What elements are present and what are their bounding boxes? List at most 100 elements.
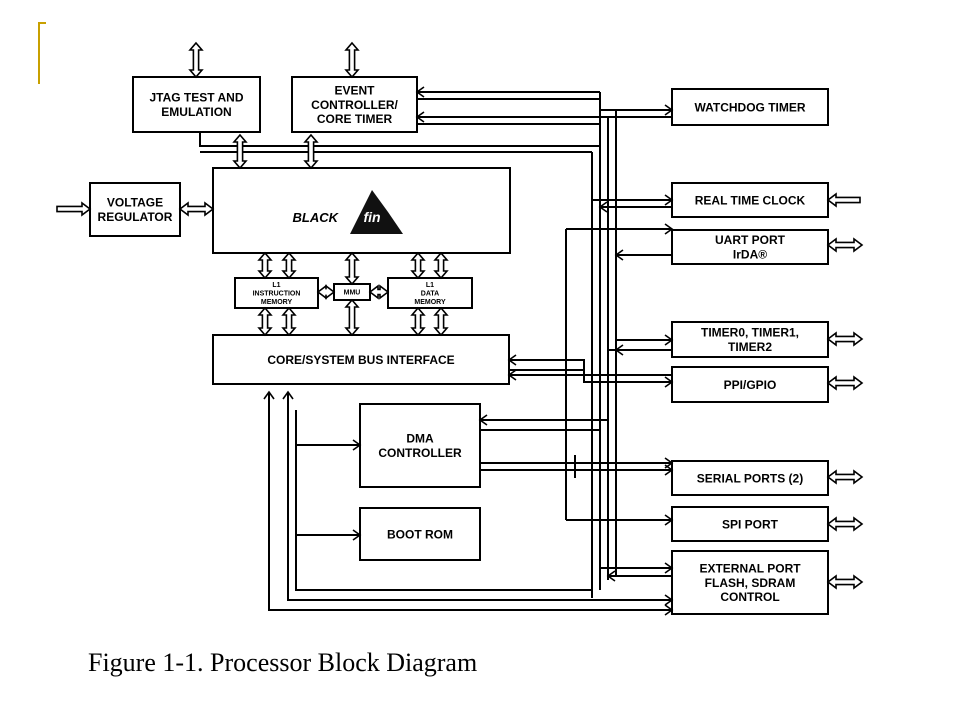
dma-label: CONTROLLER bbox=[378, 446, 462, 460]
event-label: CORE TIMER bbox=[317, 112, 393, 126]
ppi-block: PPI/GPIO bbox=[671, 366, 829, 403]
watchdog-label: WATCHDOG TIMER bbox=[694, 100, 805, 114]
spi-label: SPI PORT bbox=[722, 517, 779, 531]
l1-data-label: L1 bbox=[426, 282, 434, 289]
wire-arrowhead bbox=[664, 562, 674, 574]
dma-label: DMA bbox=[406, 432, 434, 446]
voltage-label: REGULATOR bbox=[98, 210, 173, 224]
horizontal-double-arrow bbox=[826, 331, 864, 347]
horizontal-arrow bbox=[56, 201, 92, 217]
wire-arrowhead bbox=[282, 390, 294, 400]
external-label: CONTROL bbox=[720, 590, 779, 604]
wire-arrowhead bbox=[507, 369, 517, 381]
wire-arrowhead bbox=[614, 249, 624, 261]
ppi-label: PPI/GPIO bbox=[724, 378, 777, 392]
external-label: FLASH, SDRAM bbox=[705, 576, 796, 590]
timers-block: TIMER0, TIMER1,TIMER2 bbox=[671, 321, 829, 358]
horizontal-double-arrow bbox=[826, 516, 864, 532]
svg-text:BLACK: BLACK bbox=[293, 210, 340, 225]
wire-arrowhead bbox=[415, 86, 425, 98]
rtc-block: REAL TIME CLOCK bbox=[671, 182, 829, 218]
boot-label: BOOT ROM bbox=[387, 527, 453, 541]
horizontal-double-arrow bbox=[178, 201, 215, 217]
wire-arrowhead bbox=[664, 376, 674, 388]
rtc-label: REAL TIME CLOCK bbox=[695, 193, 806, 207]
mmu-block: MMU bbox=[333, 283, 371, 301]
blackfin-logo: BLACK fin bbox=[293, 190, 403, 234]
l1-instruction-label: L1 bbox=[272, 282, 280, 289]
serial-label: SERIAL PORTS (2) bbox=[697, 471, 803, 485]
external-label: EXTERNAL PORT bbox=[699, 561, 801, 575]
bus-block: CORE/SYSTEM BUS INTERFACE bbox=[212, 334, 510, 385]
voltage-label: VOLTAGE bbox=[107, 196, 163, 210]
core-logo-block: BLACK fin bbox=[212, 167, 511, 254]
timers-label: TIMER2 bbox=[728, 340, 772, 354]
wire-arrowhead bbox=[664, 464, 674, 476]
svg-text:fin: fin bbox=[363, 209, 380, 225]
vertical-double-arrow bbox=[344, 41, 360, 79]
vertical-double-arrow bbox=[344, 298, 360, 337]
vertical-double-arrow bbox=[281, 251, 297, 280]
vertical-double-arrow bbox=[232, 133, 248, 170]
figure-caption: Figure 1-1. Processor Block Diagram bbox=[88, 648, 478, 677]
wire-arrowhead bbox=[598, 201, 608, 213]
bus-label: CORE/SYSTEM BUS INTERFACE bbox=[267, 353, 454, 367]
uart-label: IrDA® bbox=[733, 248, 767, 262]
wire-arrowhead bbox=[415, 111, 425, 123]
wire-arrowhead bbox=[664, 194, 674, 206]
l1-instruction-label: INSTRUCTION bbox=[253, 291, 301, 298]
wire-arrowhead bbox=[664, 594, 674, 606]
bus-arrows bbox=[56, 41, 864, 616]
vertical-double-arrow bbox=[281, 306, 297, 337]
wire-arrowhead bbox=[352, 529, 362, 541]
jtag-label: JTAG TEST AND bbox=[149, 91, 243, 105]
vertical-double-arrow bbox=[257, 251, 273, 280]
wire-arrowhead bbox=[664, 223, 674, 235]
vertical-double-arrow bbox=[433, 306, 449, 337]
wire-arrowhead bbox=[664, 104, 674, 116]
vertical-double-arrow bbox=[410, 306, 426, 337]
l1-data-label: DATA bbox=[421, 291, 439, 298]
boot-block: BOOT ROM bbox=[359, 507, 481, 561]
watchdog-block: WATCHDOG TIMER bbox=[671, 88, 829, 126]
rtc-input-arrow bbox=[826, 192, 861, 208]
spi-block: SPI PORT bbox=[671, 506, 829, 542]
wire-arrowhead bbox=[664, 514, 674, 526]
event-label: EVENT bbox=[334, 83, 375, 97]
bus-wires bbox=[199, 91, 672, 611]
timers-label: TIMER0, TIMER1, bbox=[701, 326, 799, 340]
wire-arrowhead bbox=[507, 354, 517, 366]
serial-block: SERIAL PORTS (2) bbox=[671, 460, 829, 496]
event-label: CONTROLLER/ bbox=[311, 98, 398, 112]
l1-data-label: MEMORY bbox=[414, 299, 446, 306]
horizontal-double-arrow bbox=[826, 375, 864, 391]
slide-accent-bar bbox=[38, 22, 40, 84]
mmu-label: MMU bbox=[344, 290, 361, 297]
horizontal-double-arrow bbox=[368, 284, 390, 300]
vertical-double-arrow bbox=[433, 251, 449, 280]
vertical-double-arrow bbox=[188, 41, 204, 79]
vertical-double-arrow bbox=[344, 251, 360, 286]
wire-arrowhead bbox=[664, 334, 674, 346]
wire-arrowhead bbox=[606, 570, 616, 582]
wire-arrowhead bbox=[614, 344, 624, 356]
horizontal-double-arrow bbox=[826, 469, 864, 485]
l1-instruction-label: MEMORY bbox=[261, 299, 293, 306]
horizontal-double-arrow bbox=[826, 574, 864, 590]
vertical-double-arrow bbox=[257, 306, 273, 337]
horizontal-double-arrow bbox=[826, 237, 864, 253]
wire-arrowhead bbox=[352, 439, 362, 451]
jtag-label: EMULATION bbox=[161, 105, 231, 119]
wire-arrowhead bbox=[263, 390, 275, 400]
wire-arrowhead bbox=[478, 414, 488, 426]
